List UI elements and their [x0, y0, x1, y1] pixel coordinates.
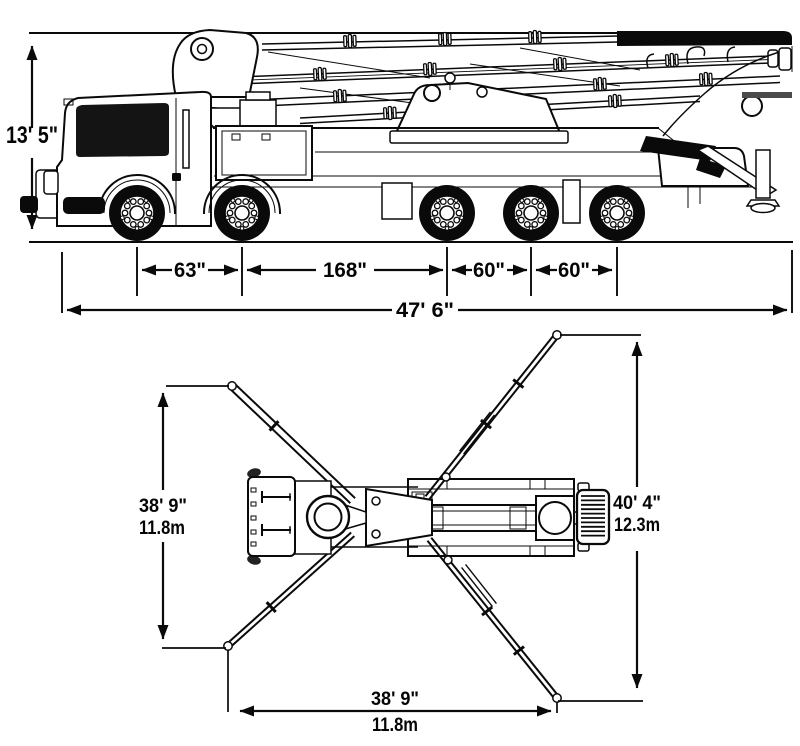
- axle-spacing-label-1: 63": [174, 259, 206, 282]
- left-spread-metric-label: 11.8m: [139, 518, 185, 539]
- pedestal-knob: [444, 72, 456, 84]
- plan-view: 38' 9" 11.8m 40' 4" 12.3m 38' 9" 11.8m: [139, 330, 661, 736]
- turret-ring: [305, 494, 351, 540]
- overall-length-label: 47' 6": [396, 299, 454, 322]
- bottom-spread-imperial-label: 38' 9": [371, 689, 419, 710]
- bumper-step: [20, 196, 38, 213]
- front-fender-2: [202, 174, 282, 215]
- underbody-box-2: [562, 179, 581, 224]
- hose-hook-2: [646, 53, 655, 69]
- pedestal-base: [389, 130, 569, 144]
- right-spread-metric-label: 12.3m: [614, 515, 660, 536]
- plan-truck-body: [247, 468, 611, 565]
- boom-tip-end-plate: [778, 47, 792, 71]
- boom-elbow-pin: [190, 37, 214, 61]
- front-box-details: [250, 487, 257, 547]
- side-view: 13' 5" 63" 168" 60" 60": [6, 28, 793, 322]
- rear-outrigger-foot: [750, 202, 776, 214]
- wheel: [418, 184, 476, 242]
- front-clamp-bottom: [247, 555, 261, 565]
- side-view-truck: [20, 28, 793, 242]
- boom-assembly: [171, 28, 793, 144]
- boom-tip-gray-bar: [742, 92, 792, 98]
- windshield: [76, 103, 169, 157]
- radiator-stripes: [581, 495, 605, 537]
- outrigger-arms: [223, 330, 562, 703]
- front-fender-1: [97, 174, 177, 215]
- turret-ring-inner: [313, 502, 343, 532]
- wheel: [502, 184, 560, 242]
- left-spread-dimension: 38' 9" 11.8m: [139, 385, 229, 649]
- rear-outrigger-leg: [755, 149, 771, 199]
- axle-spacing-label-4: 60": [558, 259, 590, 282]
- left-spread-imperial-label: 38' 9": [139, 496, 187, 517]
- outrigger-arm-front-right: [424, 332, 561, 500]
- front-box-pins: [261, 491, 291, 536]
- height-dimension-label: 13' 5": [6, 122, 58, 149]
- hose-hook-3: [726, 46, 736, 63]
- bottom-spread-dimension: 38' 9" 11.8m: [227, 650, 558, 736]
- outrigger-tip-rear-left: [223, 641, 233, 651]
- cab-pillar-strip: [182, 109, 190, 169]
- boom-elbow-pin-center: [196, 43, 208, 55]
- side-step-tank: [63, 197, 105, 214]
- right-spread-imperial-label: 40' 4": [613, 493, 661, 514]
- boom-elbow: [171, 28, 259, 98]
- axle-spacing-label-3: 60": [473, 259, 505, 282]
- boom-tip-plate-curve: [662, 48, 791, 137]
- truck-body: [100, 91, 781, 224]
- outrigger-arm-rear-right: [426, 537, 561, 701]
- boom-tip-pin: [741, 95, 763, 117]
- cab-marker-light: [63, 98, 74, 106]
- door-handle: [172, 173, 181, 181]
- front-clamp-top: [247, 468, 261, 478]
- pedestal-pin-small: [476, 86, 488, 98]
- right-spread-dimension: 40' 4" 12.3m: [558, 334, 661, 702]
- wheel: [588, 184, 646, 242]
- axle-dimensions: 63" 168" 60" 60": [136, 247, 618, 296]
- outrigger-tip-front-right: [552, 330, 562, 340]
- overall-length-dimension: 47' 6": [61, 250, 793, 322]
- outrigger-tip-front-left: [227, 381, 237, 391]
- front-access-panel: [43, 170, 59, 195]
- plan-rear-pedestal-ring: [538, 501, 572, 535]
- pedestal-pin: [423, 84, 441, 102]
- wheel: [108, 184, 166, 242]
- rear-agitator-bar: [640, 136, 716, 161]
- boom-tip-bar: [617, 31, 792, 46]
- hose-hook-1: [686, 46, 706, 65]
- bottom-spread-metric-label: 11.8m: [372, 715, 418, 736]
- underbody-box-1: [381, 182, 413, 220]
- axle-spacing-label-2: 168": [323, 259, 367, 282]
- wheel: [213, 184, 271, 242]
- height-dimension: 13' 5": [6, 45, 58, 230]
- outrigger-pivot-plate: [365, 487, 433, 548]
- cab: [20, 90, 282, 227]
